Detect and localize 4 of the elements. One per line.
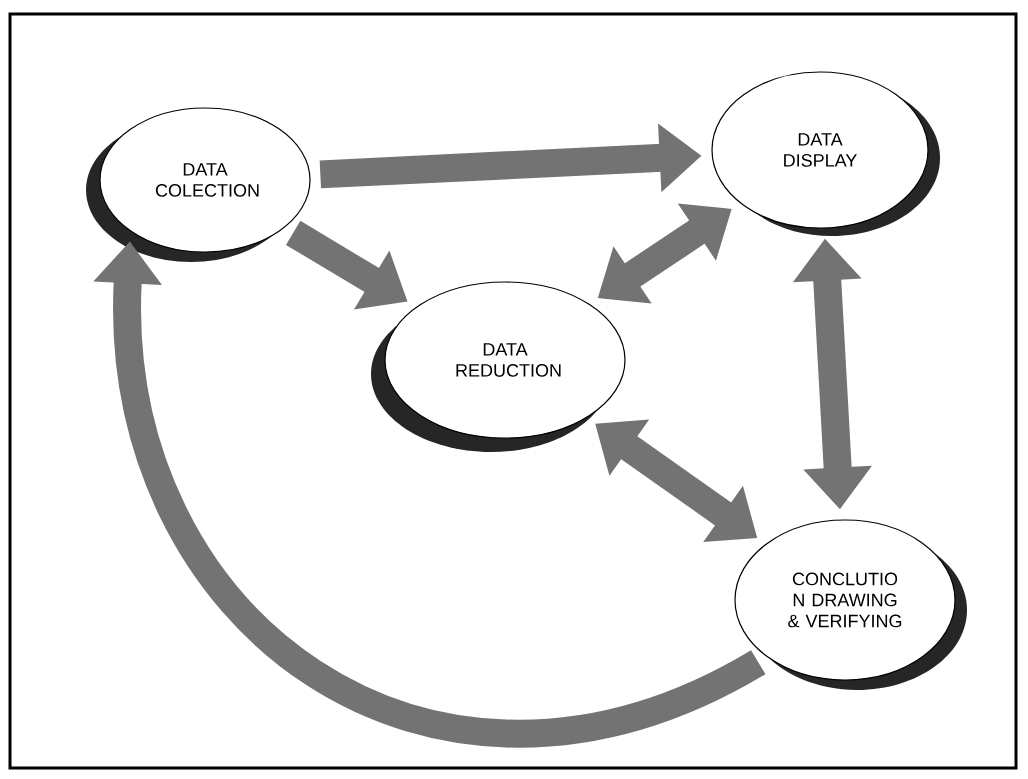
ellipse-node: CONCLUTIO N DRAWING & VERIFYING [734,519,967,690]
ellipse-node: DATA REDUCTION [371,281,626,452]
ellipse-node: DATA COLECTION [86,107,311,262]
ellipse-node: DATA DISPLAY [711,71,940,236]
